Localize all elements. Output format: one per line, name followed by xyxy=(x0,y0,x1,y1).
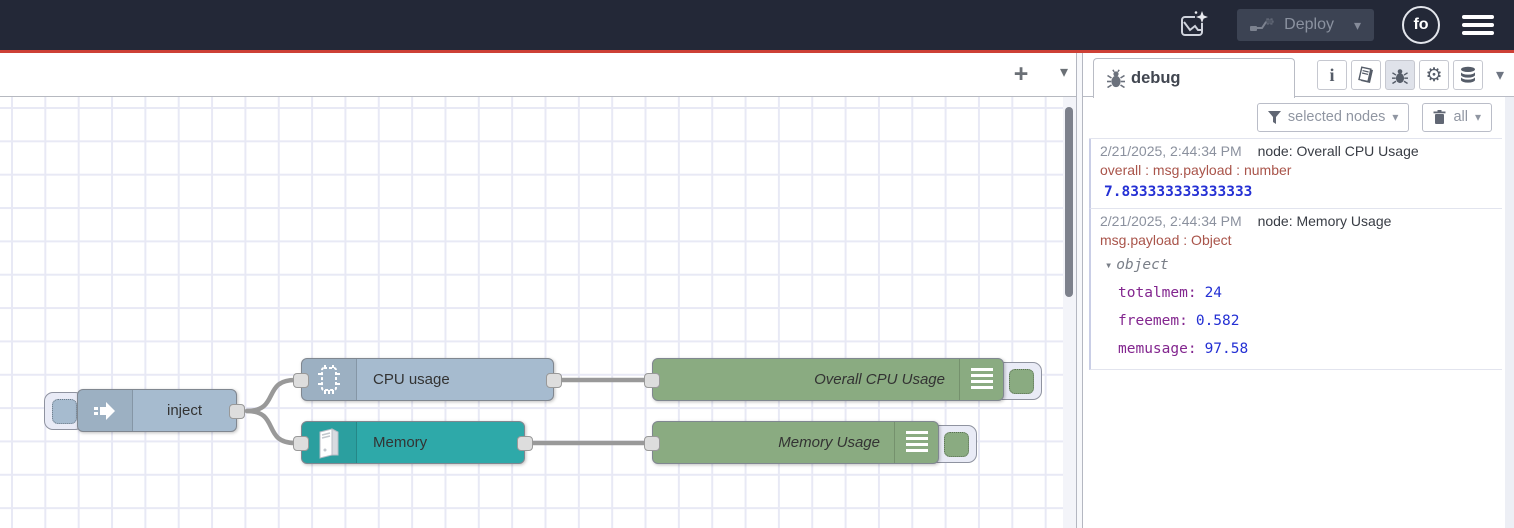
deploy-caret-icon[interactable]: ▾ xyxy=(1353,16,1361,33)
object-field: totalmem: 24 xyxy=(1100,279,1498,307)
debug-output-icon xyxy=(970,367,993,389)
filter-selected-nodes-button[interactable]: selected nodes ▾ xyxy=(1256,102,1410,132)
info-icon: i xyxy=(1329,64,1335,85)
filter-label: selected nodes xyxy=(1287,109,1386,125)
debug-filter-row: selected nodes ▾ all ▾ xyxy=(1083,97,1514,137)
filter-caret-icon: ▾ xyxy=(1392,110,1399,124)
flow-editor-canvas[interactable]: + ▾ inject xyxy=(0,53,1076,528)
field-value: 24 xyxy=(1204,285,1223,301)
sidebar-scrollbar-track[interactable] xyxy=(1505,97,1514,528)
field-key: memusage: xyxy=(1118,341,1197,357)
clear-all-button[interactable]: all ▾ xyxy=(1422,102,1492,132)
cpu-chip-icon xyxy=(318,364,340,394)
header-accent-line xyxy=(0,50,1514,53)
expand-caret-icon: ▾ xyxy=(1105,258,1113,272)
node-port-input[interactable] xyxy=(644,436,660,451)
node-port-output[interactable] xyxy=(517,436,533,451)
user-avatar[interactable]: fo xyxy=(1402,6,1440,44)
node-port-output[interactable] xyxy=(546,373,562,388)
node-port-input[interactable] xyxy=(293,373,309,388)
inject-arrow-icon xyxy=(94,401,115,420)
database-icon xyxy=(1460,66,1475,83)
node-inject[interactable]: inject xyxy=(77,389,245,432)
ai-chart-sparkle-icon xyxy=(1181,11,1209,36)
message-source-node: node: Memory Usage xyxy=(1257,213,1392,229)
tab-config-button[interactable]: ⚙ xyxy=(1418,60,1449,90)
tab-info-button[interactable]: i xyxy=(1316,60,1347,90)
sidebar-toolbar: i xyxy=(1316,60,1504,90)
object-field: freemem: 0.582 xyxy=(1100,307,1498,335)
tab-debug-label: debug xyxy=(1131,69,1181,87)
tab-help-button[interactable] xyxy=(1350,60,1381,90)
deploy-nodes-icon xyxy=(1250,18,1274,31)
tab-context-button[interactable] xyxy=(1452,60,1483,90)
filter-funnel-icon xyxy=(1267,110,1281,124)
node-label: CPU usage xyxy=(373,371,450,388)
tab-debug-button[interactable] xyxy=(1384,60,1415,90)
object-expander[interactable]: ▾object xyxy=(1100,252,1498,279)
message-value-number: 7.833333333333333 xyxy=(1104,184,1253,200)
debug-sidebar: debug i xyxy=(1083,53,1514,528)
sidebar-tab-bar: debug i xyxy=(1083,53,1514,98)
workspace-grid[interactable]: inject CPU usage xyxy=(0,97,1076,528)
wire[interactable] xyxy=(244,377,298,414)
gear-icon: ⚙ xyxy=(1425,64,1443,86)
node-label: inject xyxy=(166,402,203,419)
canvas-vscrollbar-thumb[interactable] xyxy=(1065,107,1073,297)
bug-icon xyxy=(1391,68,1408,84)
node-memory[interactable]: Memory xyxy=(293,421,533,464)
message-timestamp: 2/21/2025, 2:44:34 PM xyxy=(1100,213,1242,229)
user-avatar-initials: fo xyxy=(1413,16,1429,33)
node-port-output[interactable] xyxy=(229,404,245,419)
flow-list-caret-icon[interactable]: ▾ xyxy=(1059,64,1068,81)
book-icon xyxy=(1358,66,1373,83)
object-type-label: object xyxy=(1116,257,1169,273)
clear-caret-icon: ▾ xyxy=(1474,110,1481,124)
field-key: totalmem: xyxy=(1118,285,1197,301)
header-bar: Deploy ▾ fo xyxy=(0,0,1514,50)
message-property-path: overall : msg.payload : number xyxy=(1100,162,1292,178)
field-value: 0.582 xyxy=(1195,313,1240,329)
debug-output-icon xyxy=(905,430,928,452)
main-menu-button[interactable] xyxy=(1462,15,1494,35)
server-tower-icon xyxy=(319,427,339,459)
node-label: Memory xyxy=(373,434,428,451)
hamburger-icon xyxy=(1462,15,1494,19)
clear-label: all xyxy=(1453,109,1468,125)
wire[interactable] xyxy=(244,408,298,446)
ai-assistant-button[interactable] xyxy=(1177,9,1209,41)
node-port-input[interactable] xyxy=(644,373,660,388)
deploy-button[interactable]: Deploy ▾ xyxy=(1237,9,1374,41)
node-label: Overall CPU Usage xyxy=(814,371,945,388)
node-cpu-usage[interactable]: CPU usage xyxy=(293,358,562,401)
workspace-tab-bar: + ▾ xyxy=(0,53,1076,97)
node-debug-memory-usage[interactable]: Memory Usage xyxy=(644,421,939,464)
message-timestamp: 2/21/2025, 2:44:34 PM xyxy=(1100,143,1242,159)
field-key: freemem: xyxy=(1118,313,1188,329)
canvas-vscrollbar-track[interactable] xyxy=(1063,97,1076,528)
debug-message[interactable]: 2/21/2025, 2:44:34 PM node: Overall CPU … xyxy=(1089,139,1502,209)
sidebar-menu-caret-icon[interactable]: ▾ xyxy=(1495,67,1504,84)
debug-message[interactable]: 2/21/2025, 2:44:34 PM node: Memory Usage… xyxy=(1089,209,1502,370)
deploy-label: Deploy xyxy=(1284,16,1334,33)
json-object-tree: ▾object totalmem: 24 freemem: 0.582 memusa… xyxy=(1100,248,1498,363)
message-property-path: msg.payload : Object xyxy=(1100,232,1232,248)
debug-message-list: 2/21/2025, 2:44:34 PM node: Overall CPU … xyxy=(1089,138,1502,370)
trash-icon xyxy=(1433,110,1446,124)
tab-debug[interactable]: debug xyxy=(1093,58,1295,98)
wire-layer xyxy=(244,377,649,446)
message-source-node: node: Overall CPU Usage xyxy=(1257,143,1419,159)
node-debug-overall-cpu-usage[interactable]: Overall CPU Usage xyxy=(644,358,1004,401)
bug-icon xyxy=(1107,69,1125,88)
add-flow-button[interactable]: + xyxy=(1013,59,1029,88)
node-label: Memory Usage xyxy=(778,434,880,451)
sidebar-splitter-handle[interactable] xyxy=(1076,53,1083,528)
debug-toggle-button[interactable] xyxy=(929,425,977,463)
object-field: memusage: 97.58 xyxy=(1100,335,1498,363)
node-port-input[interactable] xyxy=(293,436,309,451)
field-value: 97.58 xyxy=(1204,341,1249,357)
